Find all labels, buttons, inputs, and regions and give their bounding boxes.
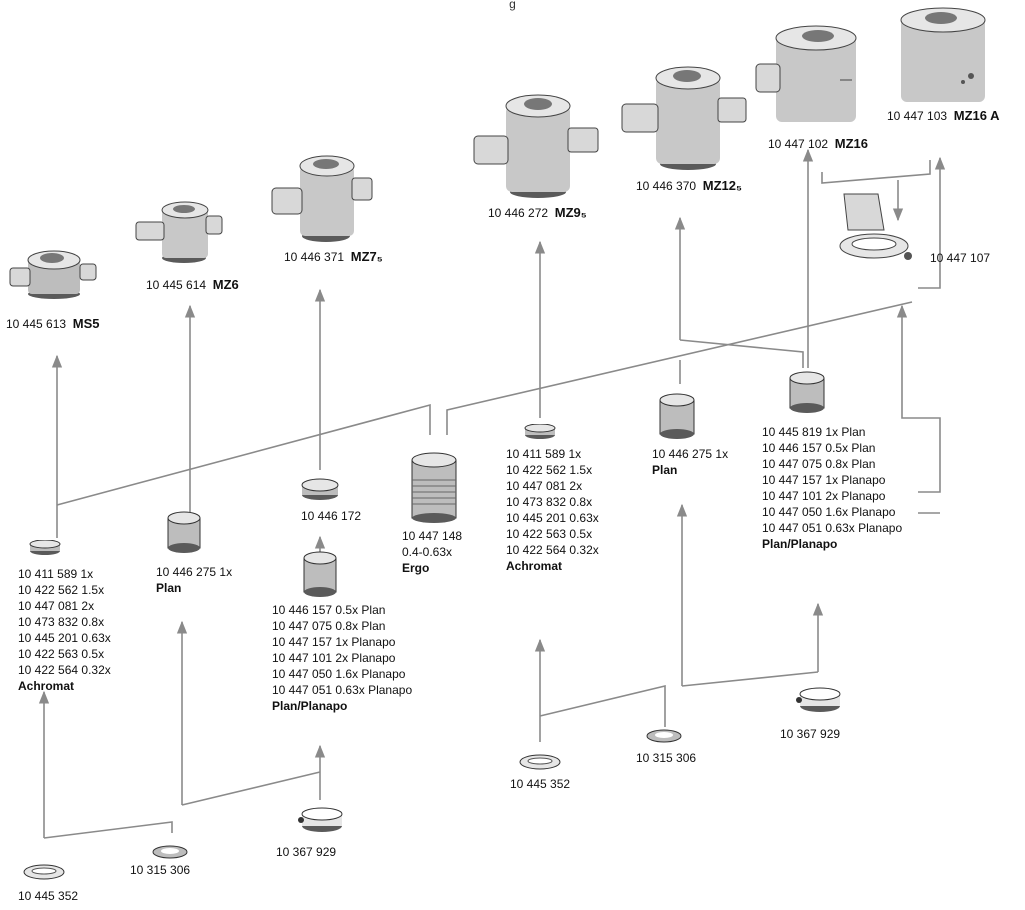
lens-plan-mid-illustration [656, 392, 698, 440]
adapter-10447107-illustration [834, 190, 916, 276]
wire-top-bracket [822, 160, 930, 183]
caption-mz6: 10 445 614 MZ6 [146, 277, 239, 293]
achromat-mid-list: 10 411 589 1x 10 422 562 1.5x 10 447 081… [506, 446, 599, 574]
label-mid-ring-1: 10 445 352 [510, 776, 570, 792]
caption-ms5: 10 445 613 MS5 [6, 316, 99, 332]
ring-mid-1-illustration [518, 752, 562, 770]
mz16a-microscope-illustration [893, 4, 993, 106]
plan-mid-list: 10 446 275 1x Plan [652, 446, 728, 478]
caption-mz12: 10 446 370 MZ12₅ [636, 178, 742, 194]
achromat-left-list: 10 411 589 1x 10 422 562 1.5x 10 447 081… [18, 566, 111, 694]
label-left-ring-1: 10 445 352 [18, 888, 78, 904]
planapo-left-list: 10 446 157 0.5x Plan 10 447 075 0.8x Pla… [272, 602, 412, 714]
wire-mid-split [540, 686, 665, 727]
wire-planapo-to-adapter-1 [902, 306, 940, 492]
mz6-microscope-illustration [132, 194, 226, 266]
plan-left-list: 10 446 275 1x Plan [156, 564, 232, 596]
lens-planapo-right-illustration [786, 370, 828, 414]
label-left-ring-3: 10 367 929 [276, 844, 336, 860]
planapo-right-list: 10 445 819 1x Plan 10 446 157 0.5x Plan … [762, 424, 902, 552]
lens-10446172-illustration [300, 478, 340, 502]
wire-plan-mid-split [682, 672, 818, 686]
lens-plan-left-illustration [164, 510, 204, 554]
lens-achromat-mid-illustration [523, 424, 557, 440]
lens-achromat-left-illustration [28, 540, 62, 556]
mz9-microscope-illustration [470, 88, 610, 200]
mz7-microscope-illustration [268, 148, 378, 244]
label-10446172: 10 446 172 [301, 508, 361, 524]
caption-adapter-10447107: 10 447 107 [930, 250, 990, 266]
lens-planapo-left-illustration [300, 550, 340, 598]
ring-left-2-illustration [150, 844, 190, 860]
caption-mz16a: 10 447 103 MZ16 A [887, 108, 999, 124]
wire-diag-left [57, 405, 430, 505]
label-left-ring-2: 10 315 306 [130, 862, 190, 878]
caption-mz9: 10 446 272 MZ9₅ [488, 205, 587, 221]
ring-left-1-illustration [22, 862, 66, 880]
ring-mid-2-illustration [644, 728, 684, 744]
ring-right-3-illustration [794, 686, 842, 714]
wire-left-split [44, 822, 172, 838]
wire-mz12-bridge [680, 340, 803, 368]
label-right-ring-3: 10 367 929 [780, 726, 840, 742]
mz16-microscope-illustration [752, 20, 864, 132]
label-mid-ring-2: 10 315 306 [636, 750, 696, 766]
mz12-microscope-illustration [616, 62, 752, 172]
ring-left-3-illustration [296, 806, 344, 834]
wire-adapter-to-mz16a [918, 158, 940, 288]
ms5-microscope-illustration [6, 238, 102, 302]
ergo-list: 10 447 148 0.4-0.63x Ergo [402, 528, 462, 576]
caption-mz7: 10 446 371 MZ7₅ [284, 249, 383, 265]
lens-ergo-illustration [408, 450, 460, 524]
wire-plan-split [182, 772, 320, 805]
caption-mz16: 10 447 102 MZ16 [768, 136, 868, 152]
